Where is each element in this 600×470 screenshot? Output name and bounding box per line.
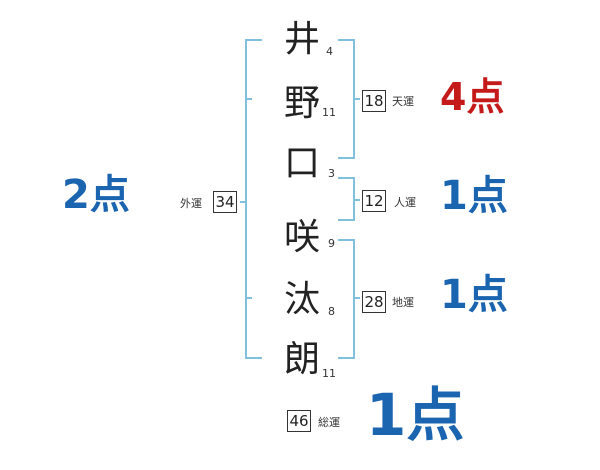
jinkaku-bracket [338,177,360,221]
stroke-count-4: 9 [328,237,335,250]
stroke-count-2: 11 [322,106,336,119]
soukaku-value-box: 46 [287,410,311,432]
jinkaku-label: 人運 [394,196,416,209]
tenkaku-value-box: 18 [362,90,386,112]
stroke-count-3: 3 [328,167,335,180]
name-char-6: 朗 [284,339,321,380]
tenkaku-label: 天運 [392,95,414,108]
name-char-2: 野 [284,83,321,124]
outer-bracket [240,39,262,359]
gaikaku-score: 2点 [62,172,130,218]
stroke-count-6: 11 [322,367,336,380]
gaikaku-label: 外運 [180,197,202,210]
tenkaku-bracket [338,39,360,159]
stroke-count-5: 8 [328,305,335,318]
stroke-count-1: 4 [326,45,333,58]
jinkaku-score: 1点 [440,173,508,219]
chikaku-value-box: 28 [362,291,386,313]
chikaku-score: 1点 [440,272,508,318]
tenkaku-score: 4点 [440,75,505,119]
soukaku-label: 総運 [318,416,340,429]
soukaku-score: 1点 [366,381,465,449]
name-char-1: 井 [284,19,321,60]
gaikaku-value-box: 34 [213,191,237,213]
chikaku-bracket [338,239,360,359]
name-char-4: 咲 [284,217,321,258]
name-char-5: 汰 [284,279,321,320]
name-char-3: 口 [284,143,321,184]
jinkaku-value-box: 12 [362,190,386,212]
chikaku-label: 地運 [392,296,414,309]
